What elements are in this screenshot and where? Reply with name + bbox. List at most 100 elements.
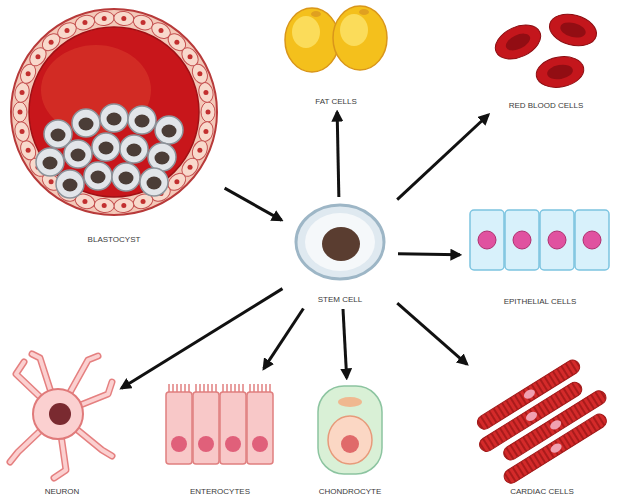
label-holder: CHONDROCYTE — [308, 480, 392, 498]
red-blood-cell — [546, 9, 600, 50]
microvillus — [184, 384, 186, 392]
trophoblast-nucleus — [197, 148, 202, 153]
trophoblast-cell — [13, 81, 31, 103]
trophoblast-cell — [93, 11, 114, 27]
trophoblast-nucleus — [82, 20, 87, 25]
microvillus — [215, 384, 217, 392]
red-blood-cells-illustration — [478, 10, 614, 96]
epithelial-cell — [540, 210, 574, 270]
trophoblast-nucleus — [49, 40, 54, 45]
microvillus — [265, 384, 267, 392]
inner-cell — [155, 116, 183, 144]
arrow-connector — [397, 303, 467, 364]
cardiac-nucleus — [548, 418, 562, 431]
inner-cell-nucleus — [119, 172, 134, 185]
cardiac-cells-node: CARDIAC CELLS — [470, 362, 614, 498]
trophoblast-nucleus — [206, 110, 211, 115]
trophoblast-nucleus — [20, 129, 25, 134]
trophoblast-nucleus — [174, 179, 179, 184]
microvillus — [180, 384, 182, 392]
trophoblast-nucleus — [188, 165, 193, 170]
inner-cell-nucleus — [107, 113, 122, 126]
microvillus — [257, 384, 259, 392]
neuron-node: NEURON — [6, 352, 118, 498]
trophoblast-cell — [13, 102, 27, 122]
trophoblast-nucleus — [18, 110, 23, 115]
trophoblast-nucleus — [174, 40, 179, 45]
trophoblast-nucleus — [121, 16, 126, 21]
enterocytes-node: ENTEROCYTES — [160, 372, 280, 498]
red-blood-cell-center — [559, 20, 588, 40]
label-holder: RED BLOOD CELLS — [478, 94, 614, 112]
red-blood-cell-center — [546, 63, 574, 81]
microvillus — [269, 384, 271, 392]
epithelial-cells-illustration — [464, 204, 616, 276]
arrow-connector — [397, 115, 488, 200]
microvillus — [238, 384, 240, 392]
inner-cell-nucleus — [43, 157, 58, 170]
cell-label: STEM CELL — [318, 295, 362, 305]
microvillus — [249, 384, 251, 392]
chondrocyte-illustration — [308, 382, 392, 478]
red-blood-cells-node: RED BLOOD CELLS — [478, 10, 614, 112]
microvillus — [230, 384, 232, 392]
trophoblast-nucleus — [203, 90, 208, 95]
trophoblast-cell — [197, 120, 215, 142]
microvillus — [234, 384, 236, 392]
trophoblast-cell — [197, 81, 215, 103]
inner-cell — [128, 106, 156, 134]
cardiac-nucleus — [549, 442, 563, 455]
inner-cell — [148, 143, 176, 171]
blastocyst-node: BLASTOCYST — [6, 6, 222, 246]
cell-label: FAT CELLS — [315, 97, 357, 107]
inner-cell — [140, 168, 168, 196]
stem-cell-cytoplasm — [305, 213, 375, 271]
trophoblast-nucleus — [102, 203, 107, 208]
inner-cell — [112, 163, 140, 191]
cell-label: BLASTOCYST — [88, 235, 141, 245]
inner-cell-nucleus — [147, 177, 162, 190]
trophoblast-nucleus — [121, 203, 126, 208]
chondrocyte-node: CHONDROCYTE — [308, 382, 392, 498]
red-blood-cell — [490, 18, 546, 65]
trophoblast-nucleus — [82, 199, 87, 204]
fat-cell-nucleus — [311, 11, 321, 17]
label-holder: EPITHELIAL CELLS — [464, 290, 616, 308]
cell-label: CARDIAC CELLS — [510, 487, 574, 497]
microvillus — [195, 384, 197, 392]
trophoblast-nucleus — [65, 28, 70, 33]
cell-label: EPITHELIAL CELLS — [504, 297, 577, 307]
trophoblast-cell — [93, 197, 114, 213]
inner-cell — [64, 140, 92, 168]
cardiac-fiber — [502, 411, 609, 485]
enterocyte-nucleus — [252, 436, 268, 452]
label-holder: FAT CELLS — [280, 90, 392, 108]
inner-cell — [92, 133, 120, 161]
trophoblast-nucleus — [26, 71, 31, 76]
microvillus — [203, 384, 205, 392]
chondrocyte-cell — [328, 416, 372, 464]
label-holder: NEURON — [6, 480, 118, 498]
trophoblast-nucleus — [197, 71, 202, 76]
inner-cell-nucleus — [51, 129, 66, 142]
trophoblast-cell — [201, 102, 215, 122]
microvillus — [211, 384, 213, 392]
cell-label: RED BLOOD CELLS — [509, 101, 584, 111]
stem-cell-illustration — [285, 200, 395, 284]
epithelial-nucleus — [513, 231, 531, 249]
inner-cell-nucleus — [79, 118, 94, 131]
epithelial-cell — [470, 210, 504, 270]
microvillus — [199, 384, 201, 392]
inner-cell-nucleus — [162, 125, 177, 138]
red-blood-cell — [534, 53, 586, 91]
blastocyst-illustration — [6, 6, 222, 220]
arrow-connector — [398, 252, 460, 256]
fat-cell-highlight — [340, 14, 368, 46]
inner-cell-nucleus — [155, 152, 170, 165]
trophoblast-nucleus — [141, 199, 146, 204]
blastocoel — [29, 27, 199, 197]
trophoblast-nucleus — [203, 129, 208, 134]
arrow-connector — [264, 309, 304, 369]
fat-cell-nucleus — [359, 9, 369, 15]
